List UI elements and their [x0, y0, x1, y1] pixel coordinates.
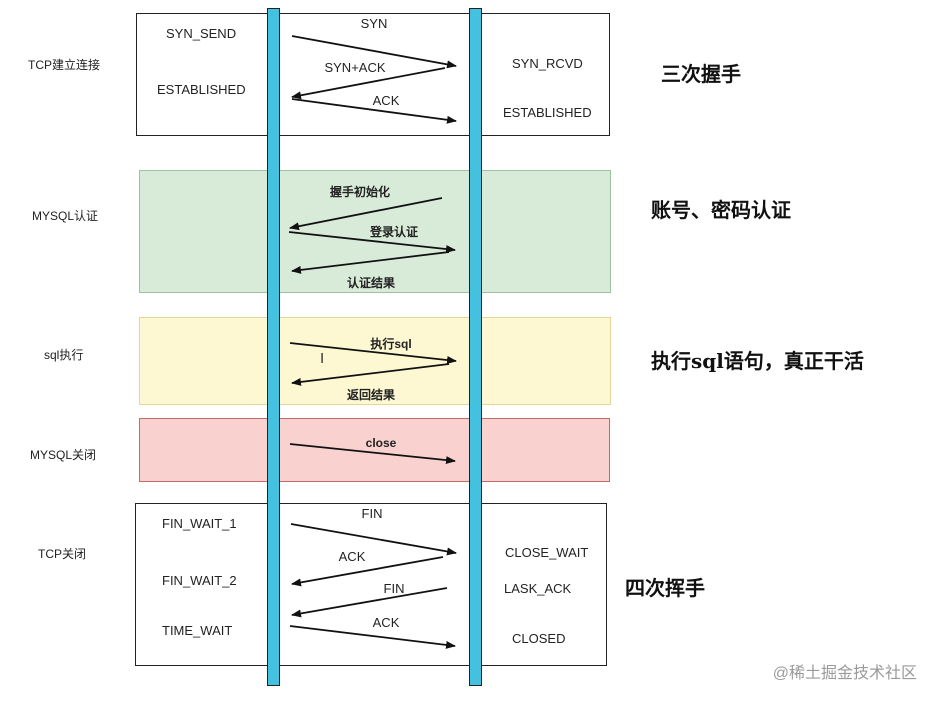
- tcp-close-box: [135, 503, 607, 666]
- arrow-login-auth: [288, 231, 456, 254]
- sql-exec-box: [139, 317, 611, 405]
- state-established-server: ESTABLISHED: [503, 105, 592, 120]
- label-auth-result: 认证结果: [346, 276, 396, 290]
- note-sql-exec: 执行sql语句，真正干活: [651, 349, 864, 373]
- text-cursor-icon: I: [320, 350, 325, 367]
- arrow-syn: [291, 35, 457, 69]
- state-lask-ack: LASK_ACK: [504, 581, 572, 596]
- note-four-way-wave: 四次挥手: [625, 576, 705, 600]
- arrow-return-result: [291, 363, 450, 386]
- state-established-client: ESTABLISHED: [157, 82, 246, 97]
- state-closed: CLOSED: [512, 631, 566, 646]
- arrow-auth-result: [291, 251, 450, 274]
- mysql-close-box: [139, 418, 610, 482]
- side-label-tcp-connect: TCP建立连接: [28, 58, 101, 72]
- arrow-ack-1: [291, 556, 444, 587]
- arrow-handshake-init: [289, 197, 443, 231]
- side-label-mysql-close: MYSQL关闭: [30, 448, 97, 462]
- label-ack-1: ACK: [338, 549, 366, 564]
- note-auth: 账号、密码认证: [651, 198, 791, 222]
- label-handshake-init: 握手初始化: [329, 185, 391, 199]
- note-three-way-handshake: 三次握手: [661, 62, 741, 86]
- state-fin-wait-2: FIN_WAIT_2: [162, 573, 237, 588]
- label-fin-2: FIN: [383, 581, 405, 596]
- side-label-sql-exec: sql执行: [44, 348, 84, 362]
- state-time-wait: TIME_WAIT: [162, 623, 233, 638]
- state-syn-send: SYN_SEND: [166, 26, 237, 41]
- server-lifeline: [469, 8, 482, 686]
- label-login-auth: 登录认证: [369, 225, 419, 239]
- state-fin-wait-1: FIN_WAIT_1: [162, 516, 237, 531]
- state-syn-rcvd: SYN_RCVD: [512, 56, 583, 71]
- label-exec-sql: 执行sql: [370, 337, 412, 351]
- arrow-fin-2: [291, 587, 448, 618]
- client-lifeline: [267, 8, 280, 686]
- arrow-fin-1: [290, 523, 457, 556]
- mysql-auth-box: [139, 170, 611, 293]
- tcp-connect-box: [136, 13, 610, 136]
- label-fin-1: FIN: [361, 506, 383, 521]
- label-return-result: 返回结果: [346, 388, 396, 402]
- side-label-tcp-close: TCP关闭: [38, 547, 87, 561]
- watermark: @稀土掘金技术社区: [772, 665, 917, 682]
- arrow-close: [289, 443, 456, 465]
- arrow-ack-2: [289, 625, 456, 649]
- label-ack-2: ACK: [372, 615, 400, 630]
- side-label-mysql-auth: MYSQL认证: [32, 209, 99, 223]
- arrow-ack: [291, 98, 457, 124]
- label-syn: SYN: [360, 16, 388, 31]
- arrow-exec-sql: [289, 342, 457, 365]
- arrow-syn-ack: [291, 67, 446, 100]
- state-close-wait: CLOSE_WAIT: [505, 545, 589, 560]
- label-syn-ack: SYN+ACK: [324, 60, 386, 75]
- label-ack: ACK: [372, 93, 400, 108]
- label-close: close: [365, 436, 397, 450]
